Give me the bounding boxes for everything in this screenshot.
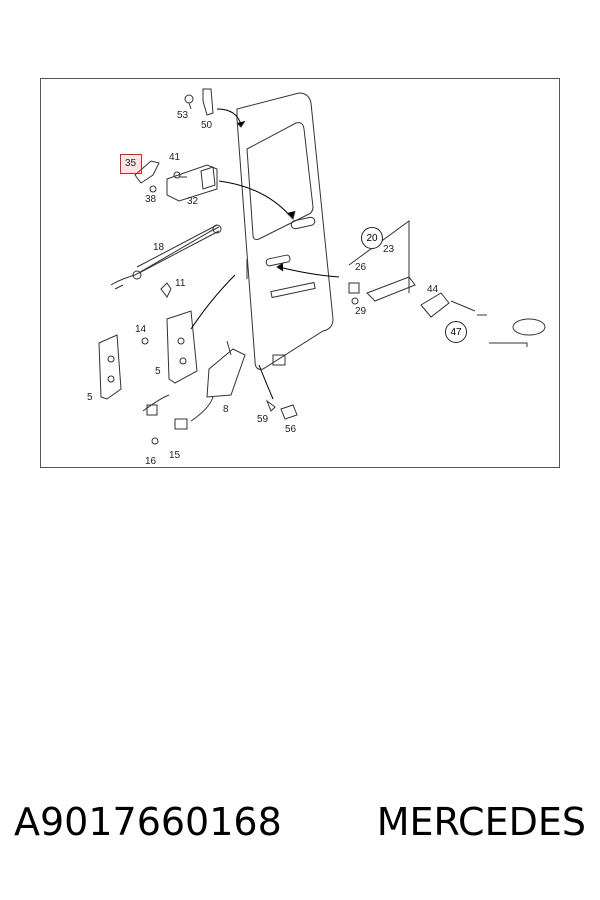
highlighted-callout-box xyxy=(120,154,142,174)
door-window xyxy=(246,122,314,240)
callout-23: 23 xyxy=(383,244,395,255)
callout-59: 59 xyxy=(257,414,269,425)
bracket-group-47 xyxy=(489,342,528,347)
clip-11 xyxy=(160,282,172,298)
rear-door-panel xyxy=(236,92,334,370)
part-number: A9017660168 xyxy=(14,800,282,844)
callout-5-left: 5 xyxy=(87,392,93,403)
callout-11: 11 xyxy=(175,278,186,289)
callout-14: 14 xyxy=(135,324,147,335)
callout-44: 44 xyxy=(427,284,439,295)
handle-23 xyxy=(366,276,416,302)
callout-8: 8 xyxy=(223,404,229,415)
ring-clamp xyxy=(512,318,546,336)
callout-47: 47 xyxy=(445,321,467,343)
callout-56: 56 xyxy=(285,424,297,435)
brand-name: MERCEDES xyxy=(376,800,586,844)
cable-18 xyxy=(110,226,220,290)
callout-5-center: 5 xyxy=(155,366,161,377)
pin-59 xyxy=(265,399,276,412)
callout-32: 32 xyxy=(187,196,199,207)
handle-32 xyxy=(166,164,218,202)
callout-38: 38 xyxy=(145,194,157,205)
callout-53: 53 xyxy=(177,110,189,121)
bolt-53 xyxy=(184,94,194,104)
door-panel-slot xyxy=(270,281,316,299)
callout-50: 50 xyxy=(201,120,213,131)
exploded-view-drawing xyxy=(98,88,546,445)
door-panel-handle-mid xyxy=(265,254,291,267)
callout-16: 16 xyxy=(145,456,157,467)
lock-cylinder-44 xyxy=(420,292,450,318)
cover-56 xyxy=(280,404,298,420)
callout-41: 41 xyxy=(169,152,181,163)
callout-18: 18 xyxy=(153,242,165,253)
door-panel-slot-lower xyxy=(272,354,286,366)
actuator-8 xyxy=(206,348,246,398)
lock-5-left xyxy=(98,334,122,400)
bracket-35 xyxy=(134,160,160,184)
bracket-group-20 xyxy=(348,220,410,293)
callout-26: 26 xyxy=(355,262,367,273)
product-footer: A9017660168 MERCEDES xyxy=(0,800,600,860)
parts-diagram: 53 50 35 41 38 32 18 11 14 5 5 8 16 15 5… xyxy=(40,78,560,468)
callout-29: 29 xyxy=(355,306,367,317)
callout-35: 35 xyxy=(125,158,137,169)
connector-15 xyxy=(174,418,188,430)
door-panel-handle-upper xyxy=(290,216,316,230)
wiring-harness xyxy=(142,394,214,422)
callout-15: 15 xyxy=(169,450,181,461)
callout-20: 20 xyxy=(361,227,383,249)
bracket-50 xyxy=(202,88,214,116)
lock-5-center xyxy=(166,310,198,384)
